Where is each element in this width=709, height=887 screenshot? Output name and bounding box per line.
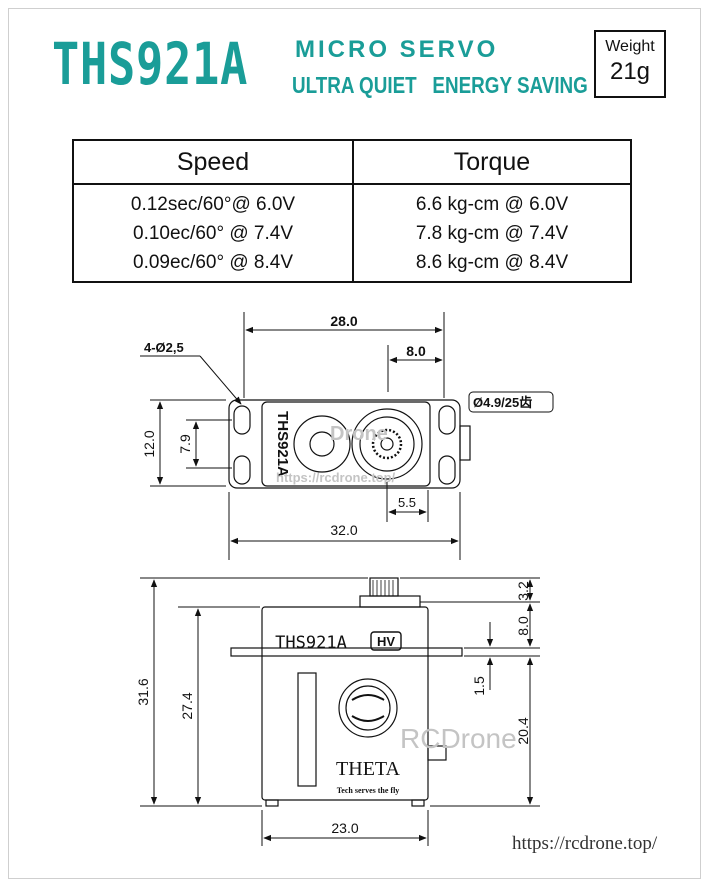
foot [411, 799, 425, 807]
dim-body-width: 23.0 [331, 820, 358, 836]
side-body [261, 606, 429, 801]
mount-hole [233, 455, 251, 485]
side-view [230, 577, 463, 807]
cable-nub [459, 425, 471, 461]
subtitle-micro-servo: MICRO SERVO [295, 36, 499, 63]
weight-label: Weight [605, 38, 655, 55]
torque-row: 8.6 kg-cm @ 8.4V [415, 252, 569, 273]
idler-gear-circle [293, 415, 351, 473]
top-body [261, 401, 431, 487]
torque-row: 7.8 kg-cm @ 7.4V [415, 223, 569, 244]
torque-values: 6.6 kg-cm @ 6.0V 7.8 kg-cm @ 7.4V 8.6 kg… [352, 184, 632, 282]
side-logo-inner [345, 685, 391, 731]
dim-spline-to-edge: 5.5 [398, 495, 416, 510]
mount-hole [438, 405, 456, 435]
speed-row: 0.10ec/60° @ 7.4V [133, 223, 293, 244]
watermark-url: https://rcdrone.top/ [276, 470, 396, 485]
dim-flange-to-bottom: 20.4 [515, 717, 531, 744]
dim-height: 12.0 [141, 430, 157, 457]
cable-exit [427, 745, 447, 761]
top-dimensions [140, 312, 554, 560]
output-spline [371, 428, 403, 460]
side-hv-badge: HV [377, 634, 395, 649]
dim-total-height: 31.6 [135, 678, 151, 705]
model-title: THS921A [52, 30, 249, 98]
spec-table: Speed Torque 0.12sec/60°@ 6.0V 0.10ec/60… [72, 139, 632, 283]
theta-icon [351, 694, 385, 722]
dim-spline-label: Ø4.9/25齿 [473, 395, 532, 410]
dim-flange-thickness: 1.5 [471, 676, 487, 696]
footer-url: https://rcdrone.top/ [512, 833, 658, 854]
dim-spline-offset: 8.0 [406, 343, 426, 359]
speed-row: 0.09ec/60° @ 8.4V [133, 252, 293, 273]
side-gear-top [359, 595, 421, 608]
side-model-label: THS921A [275, 633, 347, 653]
watermark-logo: Drone [330, 423, 388, 445]
side-spline [369, 577, 399, 597]
dim-flange-length: 32.0 [330, 522, 357, 538]
output-screw [380, 437, 394, 451]
speed-row: 0.12sec/60°@ 6.0V [130, 194, 296, 215]
torque-row: 6.6 kg-cm @ 6.0V [415, 194, 569, 215]
foot [265, 799, 279, 807]
idler-gear-inner [309, 431, 335, 457]
top-case-text: THS921A [274, 411, 291, 477]
mount-hole [233, 405, 251, 435]
hv-badge-frame [370, 631, 402, 651]
side-flange [230, 647, 463, 657]
dim-overall-length: 28.0 [330, 313, 357, 329]
subtitle-features: ULTRA QUIET ENERGY SAVING [292, 72, 588, 98]
weight-value: 21g [609, 58, 651, 85]
side-logo-circle [338, 678, 398, 738]
output-gear-circle [351, 408, 423, 480]
side-label-strip [297, 672, 317, 787]
mount-hole [438, 455, 456, 485]
top-view [228, 399, 471, 489]
dim-hole-label: 4-Ø2,5 [144, 340, 184, 355]
dim-top-to-flange: 8.0 [515, 616, 531, 636]
page-frame [8, 8, 701, 879]
side-dimensions [140, 577, 540, 846]
dim-hole-spacing: 7.9 [177, 434, 193, 454]
dim-spline-height: 3.2 [515, 581, 531, 601]
speed-header: Speed [72, 139, 354, 185]
speed-values: 0.12sec/60°@ 6.0V 0.10ec/60° @ 7.4V 0.09… [72, 184, 354, 282]
torque-header: Torque [352, 139, 632, 185]
watermark-rcdrone: RCDrone [400, 723, 517, 754]
output-gear-ring [359, 416, 415, 472]
weight-box: Weight 21g [594, 30, 666, 98]
side-brand: THETA [336, 758, 400, 780]
dim-body-height: 27.4 [179, 692, 195, 719]
side-slogan: Tech serves the fly [337, 786, 400, 795]
